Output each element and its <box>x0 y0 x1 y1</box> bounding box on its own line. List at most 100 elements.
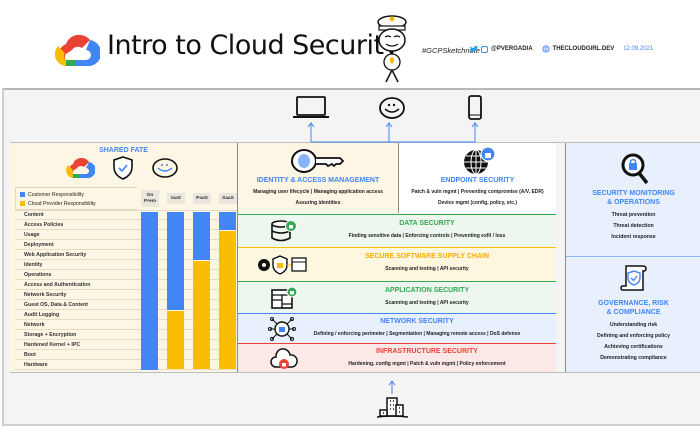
application-security-items: Scanning and testing | API security <box>385 300 469 306</box>
legend-label: Cloud Provider Responsibility <box>28 200 96 207</box>
row-label: Identity <box>24 261 43 268</box>
provider-swatch <box>20 201 25 206</box>
monitoring-item: Threat prevention <box>611 212 656 219</box>
gear-shield-code-icon <box>258 255 307 275</box>
cloud-lock-icon <box>270 348 298 369</box>
row-label: Hardened Kernel + IPC <box>24 341 81 348</box>
table-row: Access Policies <box>15 220 241 230</box>
governance-item: Defining and enforcing policy <box>597 333 670 340</box>
governance-title-2: & COMPLIANCE <box>606 309 661 317</box>
customer-bar-iaas <box>167 212 184 310</box>
shield-check-icon <box>113 156 133 180</box>
customer-bar-paas <box>193 212 210 260</box>
magnifier-lock-icon <box>621 153 648 185</box>
operations-governance-panel: SECURITY MONITORING & OPERATIONS Threat … <box>565 143 700 373</box>
row-label: Usage <box>24 231 40 238</box>
endpoint-title: ENDPOINT SECURITY <box>440 177 515 184</box>
provider-bar-paas <box>193 261 210 369</box>
row-label: Access Policies <box>24 221 64 228</box>
endpoint-items: Patch & vuln mgmt | Preventing compromis… <box>411 189 544 195</box>
app-window-lock-icon <box>271 286 298 309</box>
security-guard-mascot <box>377 15 407 83</box>
legend-item-provider: Cloud Provider Responsibility <box>16 199 137 208</box>
smiley-user-icon <box>379 97 405 119</box>
row-label: Web Application Security <box>24 251 87 258</box>
layer-network-security: NETWORK SECURITY Defining / enforcing pe… <box>238 313 556 343</box>
application-security-title: APPLICATION SECURITY <box>384 287 470 294</box>
row-label: Guest OS, Data & Content <box>24 301 88 308</box>
security-layers: IDENTITY & ACCESS MANAGEMENT Managing us… <box>237 143 556 373</box>
column-header-paas: PaaS <box>189 187 215 210</box>
governance-item: Understanding risk <box>609 322 658 329</box>
monitoring-title: SECURITY MONITORING <box>592 190 675 197</box>
layer-iam: IDENTITY & ACCESS MANAGEMENT Managing us… <box>238 143 398 213</box>
row-label: Operations <box>24 271 52 278</box>
governance-section: GOVERNANCE, RISK & COMPLIANCE Understand… <box>566 263 700 364</box>
column-header-onprem: On Prem <box>137 187 163 210</box>
row-label: Network Security <box>24 291 67 298</box>
table-row: Operations <box>15 270 241 280</box>
globe-lock-icon <box>464 146 496 175</box>
social-links: @PVERGADIA THECLOUDGIRL.DEV 12.09.2021 <box>470 45 653 53</box>
database-lock-icon <box>271 220 297 242</box>
data-security-title: DATA SECURITY <box>399 220 455 227</box>
data-security-items: Finding sensitive data | Enforcing contr… <box>348 233 506 239</box>
network-security-title: NETWORK SECURITY <box>380 318 454 325</box>
network-lock-icon <box>268 317 296 341</box>
responsibility-legend: Customer Responsibility Cloud Provider R… <box>15 187 137 210</box>
layer-supply-chain: SECURE SOFTWARE SUPPLY CHAIN Scanning an… <box>238 247 556 281</box>
google-cloud-logo <box>66 157 95 179</box>
table-row: Access and Authentication <box>15 280 241 290</box>
layer-data-security: DATA SECURITY Finding sensitive data | E… <box>238 214 556 247</box>
table-row: Network Security <box>15 290 241 300</box>
scroll-shield-icon <box>619 265 647 291</box>
legend-label: Customer Responsibility <box>28 191 84 198</box>
iam-items-2: Assuring identities <box>295 200 341 206</box>
row-label: Audit Logging <box>24 311 60 318</box>
phone-icon <box>468 95 482 120</box>
iam-items: Managing user lifecycle | Managing appli… <box>253 189 383 195</box>
header: Intro to Cloud Security #GCPSketchnote @… <box>0 0 700 86</box>
row-label: Content <box>24 212 44 218</box>
infrastructure-security-items: Hardening, config mgmt | Patch & vuln mg… <box>348 361 506 367</box>
table-row: Identity <box>15 260 241 270</box>
website-link[interactable]: THECLOUDGIRL.DEV <box>552 46 615 52</box>
customer-swatch <box>20 192 25 197</box>
monitoring-title-2: & OPERATIONS <box>607 199 660 207</box>
table-row: Hardware <box>15 360 241 370</box>
row-label: Access and Authentication <box>24 281 91 288</box>
table-row: Guest OS, Data & Content <box>15 300 241 310</box>
table-row: Audit Logging <box>15 310 241 320</box>
iam-title: IDENTITY & ACCESS MANAGEMENT <box>256 177 380 184</box>
column-header-iaas: IaaS <box>163 187 189 210</box>
table-row: Content <box>15 210 241 220</box>
monitoring-item: Incident response <box>611 234 656 241</box>
instagram-icon[interactable] <box>481 45 488 53</box>
legend-item-customer: Customer Responsibility <box>16 190 137 199</box>
customer-bar-on-prem <box>141 212 158 370</box>
fingerprint-key-icon <box>291 149 345 173</box>
social-handle[interactable]: @PVERGADIA <box>491 46 533 52</box>
twitter-icon[interactable] <box>470 45 478 53</box>
endpoint-items-2: Device mgmt (config, policy, etc.) <box>437 200 518 206</box>
globe-icon <box>541 45 550 53</box>
hashtag: #GCPSketchnote <box>422 46 480 55</box>
infrastructure-security-title: INFRASTRUCTURE SECURITY <box>376 348 478 355</box>
page-title: Intro to Cloud Security <box>107 30 400 61</box>
table-row: Deployment <box>15 240 241 250</box>
monitoring-item: Threat detection <box>613 223 654 230</box>
laptop-icon <box>293 96 329 118</box>
supply-chain-title: SECURE SOFTWARE SUPPLY CHAIN <box>364 253 490 260</box>
layer-endpoint: ENDPOINT SECURITY Patch & vuln mgmt | Pr… <box>398 143 556 213</box>
shared-fate-panel: SHARED FATE Customer Responsibility C <box>10 143 241 373</box>
smiley-icon <box>152 158 178 178</box>
governance-item: Achieving certifications <box>604 344 663 351</box>
provider-bar-saas <box>219 231 236 369</box>
table-row: Boot <box>15 350 241 360</box>
table-row: Network <box>15 320 241 330</box>
building-divider <box>10 372 700 373</box>
publish-date: 12.09.2021 <box>623 46 654 52</box>
layer-infrastructure-security: INFRASTRUCTURE SECURITY Hardening, confi… <box>238 343 556 373</box>
layer-application-security: APPLICATION SECURITY Scanning and testin… <box>238 281 556 313</box>
